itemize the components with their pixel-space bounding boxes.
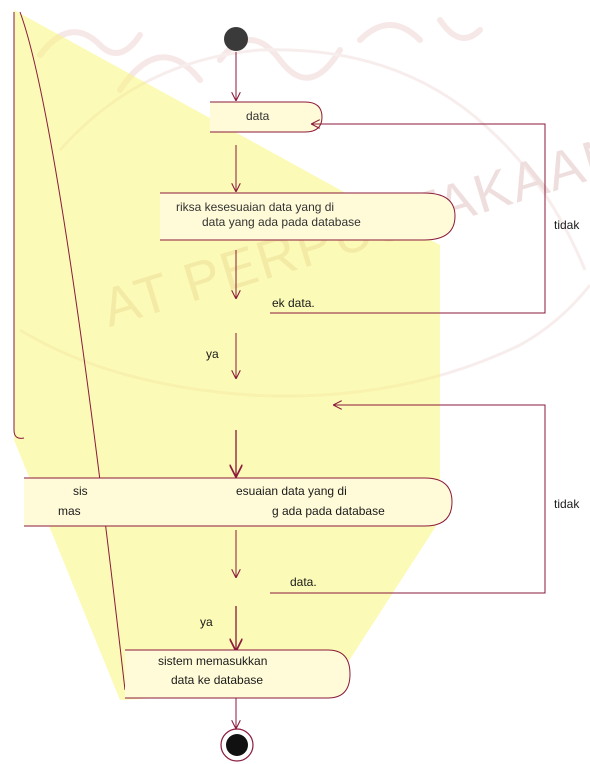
state-input-data [210, 101, 323, 133]
lane-highlight [14, 10, 440, 700]
state-check-data [160, 192, 456, 241]
final-node [226, 734, 248, 756]
state-validate-right-2: g ada pada database [272, 504, 385, 518]
state-validate-data [24, 477, 453, 527]
state-input-data-label: data [246, 109, 270, 123]
state-validate-right-1: esuaian data yang di [236, 484, 347, 498]
lane-border-diagonal [19, 11, 126, 691]
guard-yes-1: ya [206, 347, 219, 361]
guard-no-1: tidak [554, 218, 580, 232]
loop-back-2 [270, 405, 546, 594]
state-insert-label-2: data ke database [171, 673, 263, 687]
state-check-data-label-1: riksa kesesuaian data yang di [176, 200, 334, 214]
state-insert-label-1: sistem memasukkan [158, 654, 267, 668]
guard-check-data: ek data. [272, 296, 315, 310]
loop-back-1 [270, 124, 546, 314]
guard-no-2: tidak [554, 497, 580, 511]
state-check-data-label-2: data yang ada pada database [202, 215, 361, 229]
guard-yes-2: ya [200, 615, 213, 629]
guard-data: data. [290, 575, 317, 589]
state-insert-database [125, 649, 351, 699]
state-validate-left-2: mas [58, 504, 81, 518]
lane-border-left [13, 12, 25, 439]
state-validate-left-1: sis [73, 484, 88, 498]
initial-node [224, 27, 248, 51]
